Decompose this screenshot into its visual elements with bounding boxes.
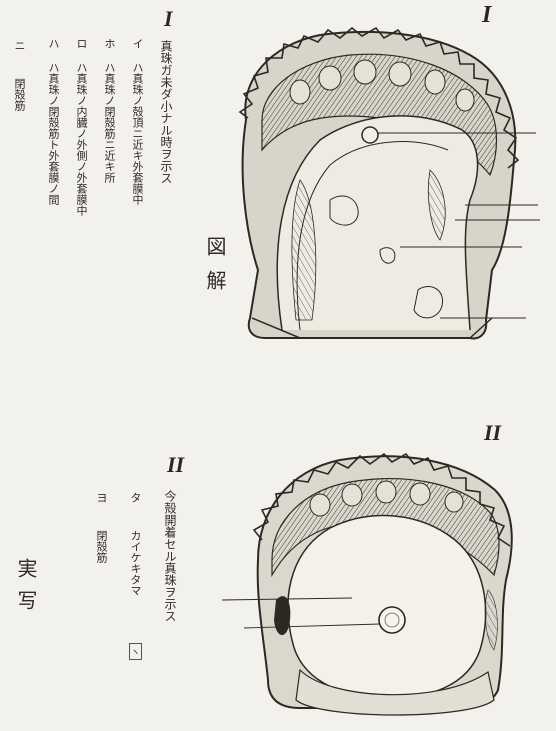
- figure-2-drawing-number: II: [484, 420, 501, 446]
- figure-2-caption-header: 今殻開着セル真珠ヲ示ス: [164, 490, 176, 670]
- fig2-item-label-2: ヨ: [96, 492, 107, 503]
- fig1-item-label-3: ロ: [76, 38, 87, 49]
- fig1-item-text-5: 閉殻筋: [14, 78, 25, 158]
- fig2-item-boxed-mark: ヽ: [129, 640, 142, 660]
- fig1-item-label-2: ホ: [104, 38, 115, 49]
- figure-2-number: II: [167, 452, 184, 478]
- figure-1-number: I: [164, 6, 173, 32]
- fig1-item-label-1: イ: [132, 38, 143, 49]
- fig1-item-text-3: ハ真珠ノ内臓ノ外側ノ外套膜中: [76, 62, 87, 362]
- fig2-item-label-1: タ: [130, 492, 141, 503]
- figure-1-caption-header: 真珠ガ未ダ小ナル時ヲ示ス: [160, 40, 172, 370]
- figure-2-label: 実写: [16, 558, 36, 638]
- figure-1-oyster-drawing: [240, 28, 540, 338]
- fig2-item-text-2: 閉殻筋: [96, 530, 107, 610]
- fig1-item-text-2: ハ真珠ノ閉殻筋ニ近キ所: [104, 62, 115, 322]
- figure-2-oyster-drawing: [222, 454, 512, 715]
- figure-1-drawing-number: I: [482, 2, 491, 29]
- fig1-item-label-5: ニ: [14, 40, 25, 51]
- fig1-item-label-4: ハ: [48, 38, 59, 49]
- figure-1-label: 図解: [205, 236, 225, 326]
- fig1-item-text-1: ハ真珠ノ殻頂ニ近キ外套膜中: [132, 62, 143, 322]
- fig2-item-text-1: カイケキタマ: [130, 530, 141, 640]
- fig1-item-text-4: ハ真珠ノ閉殻筋ト外套膜ノ間: [48, 62, 59, 332]
